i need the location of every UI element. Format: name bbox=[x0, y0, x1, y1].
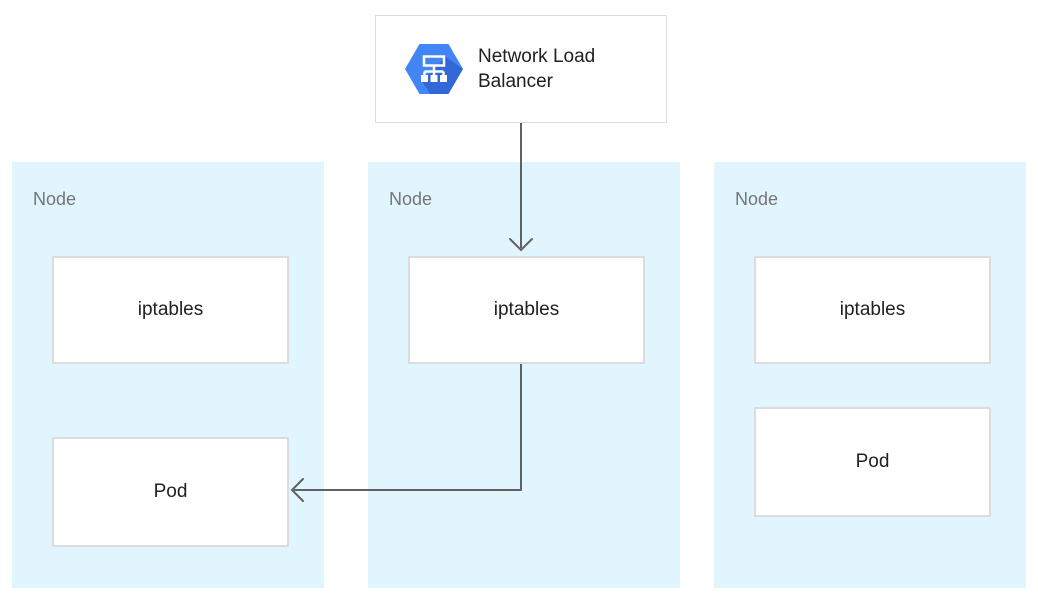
node-1-pod-label: Pod bbox=[153, 481, 188, 502]
node-3-iptables-box: iptables bbox=[754, 256, 991, 364]
node-3-pod-label: Pod bbox=[855, 451, 890, 472]
node-1-label: Node bbox=[33, 189, 77, 209]
node-2-iptables-label: iptables bbox=[493, 299, 560, 320]
network-load-balancer-icon bbox=[405, 44, 463, 94]
node-2: Node iptables bbox=[368, 162, 680, 588]
network-load-balancer-box: Network Load Balancer bbox=[375, 15, 667, 123]
node-3-iptables-label: iptables bbox=[839, 299, 906, 320]
node-1-iptables-label: iptables bbox=[137, 299, 204, 320]
node-1-iptables-box: iptables bbox=[52, 256, 289, 364]
node-3-pod-box: Pod bbox=[754, 407, 991, 517]
node-3: Node iptables Pod bbox=[714, 162, 1026, 588]
network-load-balancer-label: Network Load Balancer bbox=[478, 46, 596, 92]
node-2-iptables-box: iptables bbox=[408, 256, 645, 364]
node-3-label: Node bbox=[735, 189, 779, 209]
node-1: Node iptables Pod bbox=[12, 162, 324, 588]
node-1-pod-box: Pod bbox=[52, 437, 289, 547]
node-2-label: Node bbox=[389, 189, 433, 209]
